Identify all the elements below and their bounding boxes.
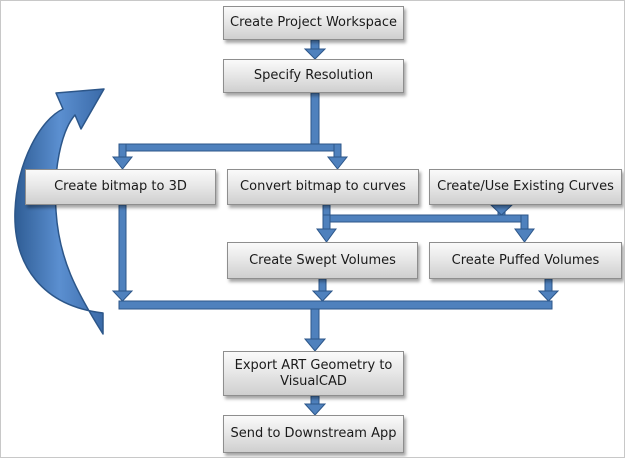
connector-volumes-down [311,278,560,302]
step-label: Create bitmap to 3D [54,179,187,194]
step-label: Export ART Geometry to VisualCAD [234,357,393,389]
step-label: Send to Downstream App [230,426,397,441]
curved-loop-back-arrow-icon [14,88,105,335]
step-create-project-workspace: Create Project Workspace [223,6,404,40]
step-label: Create Project Workspace [230,15,397,30]
step-create-puffed-volumes: Create Puffed Volumes [429,242,622,279]
step-label: Create Swept Volumes [249,252,396,268]
step-specify-resolution: Specify Resolution [223,59,404,93]
branch-bar-top [111,143,349,170]
branch-bar-middle [316,204,535,243]
step-create-swept-volumes: Create Swept Volumes [227,242,418,279]
step-label: Convert bitmap to curves [240,179,406,194]
connector-resolution-to-branch [310,92,320,149]
arrow-workspace-to-resolution [303,39,327,60]
step-convert-bitmap-to-curves: Convert bitmap to curves [227,169,419,205]
step-create-use-existing-curves: Create/Use Existing Curves [429,169,622,205]
arrow-export-to-send [303,395,327,416]
arrow-merge-to-export [303,308,327,352]
connector-bitmap3d-down [111,204,134,302]
step-label: Create/Use Existing Curves [437,179,614,194]
step-label: Create Puffed Volumes [451,252,600,268]
step-label: Specify Resolution [253,68,374,83]
merge-bar-bottom [118,300,553,310]
step-create-bitmap-to-3d: Create bitmap to 3D [25,169,216,205]
step-send-to-downstream-app: Send to Downstream App [223,415,404,453]
step-export-art-geometry: Export ART Geometry to VisualCAD [223,351,404,396]
